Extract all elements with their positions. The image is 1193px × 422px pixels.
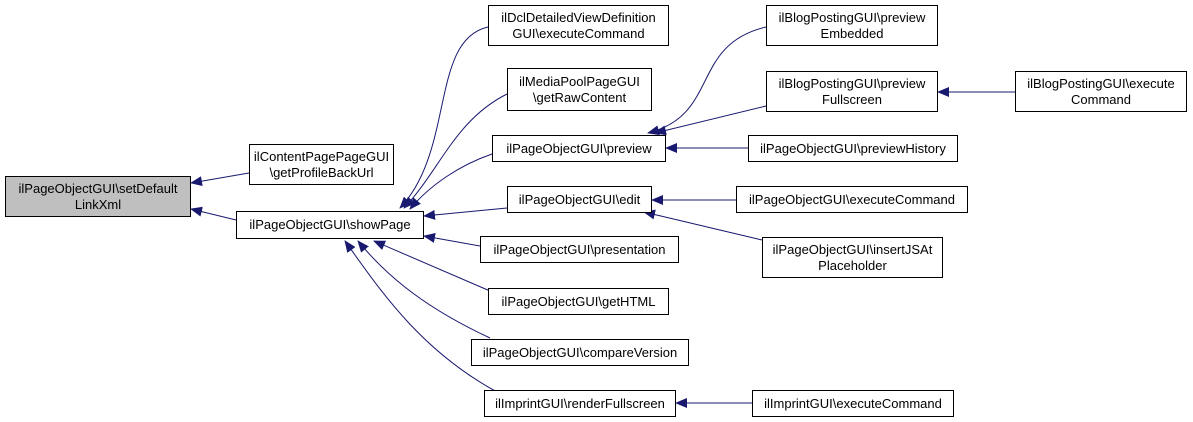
node-label-line: ilContentPagePageGUI xyxy=(253,148,390,164)
node-label-line: Embedded xyxy=(820,25,884,41)
node-label-line: ilPageObjectGUI\previewHistory xyxy=(760,140,946,156)
edge-getprofilebackurl-to-setdefaultlinkxml xyxy=(190,172,250,187)
node-preview-fullscreen[interactable]: ilBlogPostingGUI\preview Fullscreen xyxy=(766,71,938,112)
edge-dclexecutecommand-to-showpage xyxy=(399,26,489,209)
node-presentation[interactable]: ilPageObjectGUI\presentation xyxy=(480,236,679,263)
node-label-line: ilPageObjectGUI\compareVersion xyxy=(482,344,678,360)
node-label-line: ilPageObjectGUI\getHTML xyxy=(501,293,656,309)
node-label-line: ilPageObjectGUI\executeCommand xyxy=(749,191,955,207)
node-get-raw-content[interactable]: ilMediaPoolPageGUI \getRawContent xyxy=(507,68,652,111)
node-get-html[interactable]: ilPageObjectGUI\getHTML xyxy=(488,288,669,315)
node-label-line: Command xyxy=(1071,91,1131,107)
edge-insertjsatplaceholder-to-edit xyxy=(643,209,763,241)
node-insert-js-at-placeholder[interactable]: ilPageObjectGUI\insertJSAt Placeholder xyxy=(762,237,943,278)
node-dcl-execute-command[interactable]: ilDclDetailedViewDefinition GUI\executeC… xyxy=(488,5,669,46)
node-label-line: ilImprintGUI\executeCommand xyxy=(764,395,942,411)
edge-renderfullscreen-to-showpage xyxy=(344,240,498,393)
node-pog-execute-command[interactable]: ilPageObjectGUI\executeCommand xyxy=(736,186,968,213)
node-imprint-execute-command[interactable]: ilImprintGUI\executeCommand xyxy=(752,390,954,417)
node-edit[interactable]: ilPageObjectGUI\edit xyxy=(507,186,652,213)
node-label-line: ilDclDetailedViewDefinition xyxy=(501,9,656,25)
node-render-fullscreen[interactable]: ilImprintGUI\renderFullscreen xyxy=(484,390,676,417)
node-label-line: Placeholder xyxy=(818,257,887,273)
node-label-line: ilMediaPoolPageGUI xyxy=(519,73,640,89)
node-label-line: ilPageObjectGUI\showPage xyxy=(249,217,411,232)
node-show-page[interactable]: ilPageObjectGUI\showPage xyxy=(236,211,424,239)
edge-showpage-to-setdefaultlinkxml xyxy=(190,206,237,221)
node-preview-history[interactable]: ilPageObjectGUI\previewHistory xyxy=(748,135,958,162)
node-label-line: ilImprintGUI\renderFullscreen xyxy=(495,395,665,411)
edge-presentation-to-showpage xyxy=(423,233,481,247)
node-label-line: GUI\executeCommand xyxy=(512,25,645,41)
node-label-line: ilPageObjectGUI\insertJSAt xyxy=(772,241,933,257)
node-label-line: \getProfileBackUrl xyxy=(269,164,374,180)
node-set-default-link-xml: ilPageObjectGUI\setDefault LinkXml xyxy=(5,176,191,217)
node-get-profile-back-url[interactable]: ilContentPagePageGUI \getProfileBackUrl xyxy=(249,144,394,185)
node-preview[interactable]: ilPageObjectGUI\preview xyxy=(492,135,666,162)
node-label-line: Fullscreen xyxy=(822,91,882,107)
edge-preview-to-showpage xyxy=(409,153,493,210)
edge-gethtml-to-showpage xyxy=(373,240,498,295)
edge-compareversion-to-showpage xyxy=(357,240,491,339)
edge-previewfullscreen-to-preview xyxy=(654,105,767,136)
edge-previewembedded-to-preview xyxy=(647,26,767,136)
node-label-line: ilPageObjectGUI\presentation xyxy=(493,241,666,257)
node-compare-version[interactable]: ilPageObjectGUI\compareVersion xyxy=(471,339,689,366)
node-label-line: ilPageObjectGUI\setDefault xyxy=(18,180,178,196)
node-label-line: ilPageObjectGUI\preview xyxy=(506,140,652,156)
node-label-line: LinkXml xyxy=(74,196,122,212)
node-label-line: ilBlogPostingGUI\preview xyxy=(778,75,926,91)
node-blog-execute-command[interactable]: ilBlogPostingGUI\execute Command xyxy=(1015,71,1187,112)
node-label-line: ilPageObjectGUI\edit xyxy=(518,191,641,207)
node-label-line: \getRawContent xyxy=(532,89,627,105)
node-label-line: ilBlogPostingGUI\execute xyxy=(1027,75,1175,91)
node-preview-embedded[interactable]: ilBlogPostingGUI\preview Embedded xyxy=(766,5,938,46)
edge-getrawcontent-to-showpage xyxy=(403,93,508,209)
edge-edit-to-showpage xyxy=(423,207,508,220)
node-label-line: ilBlogPostingGUI\preview xyxy=(778,9,926,25)
